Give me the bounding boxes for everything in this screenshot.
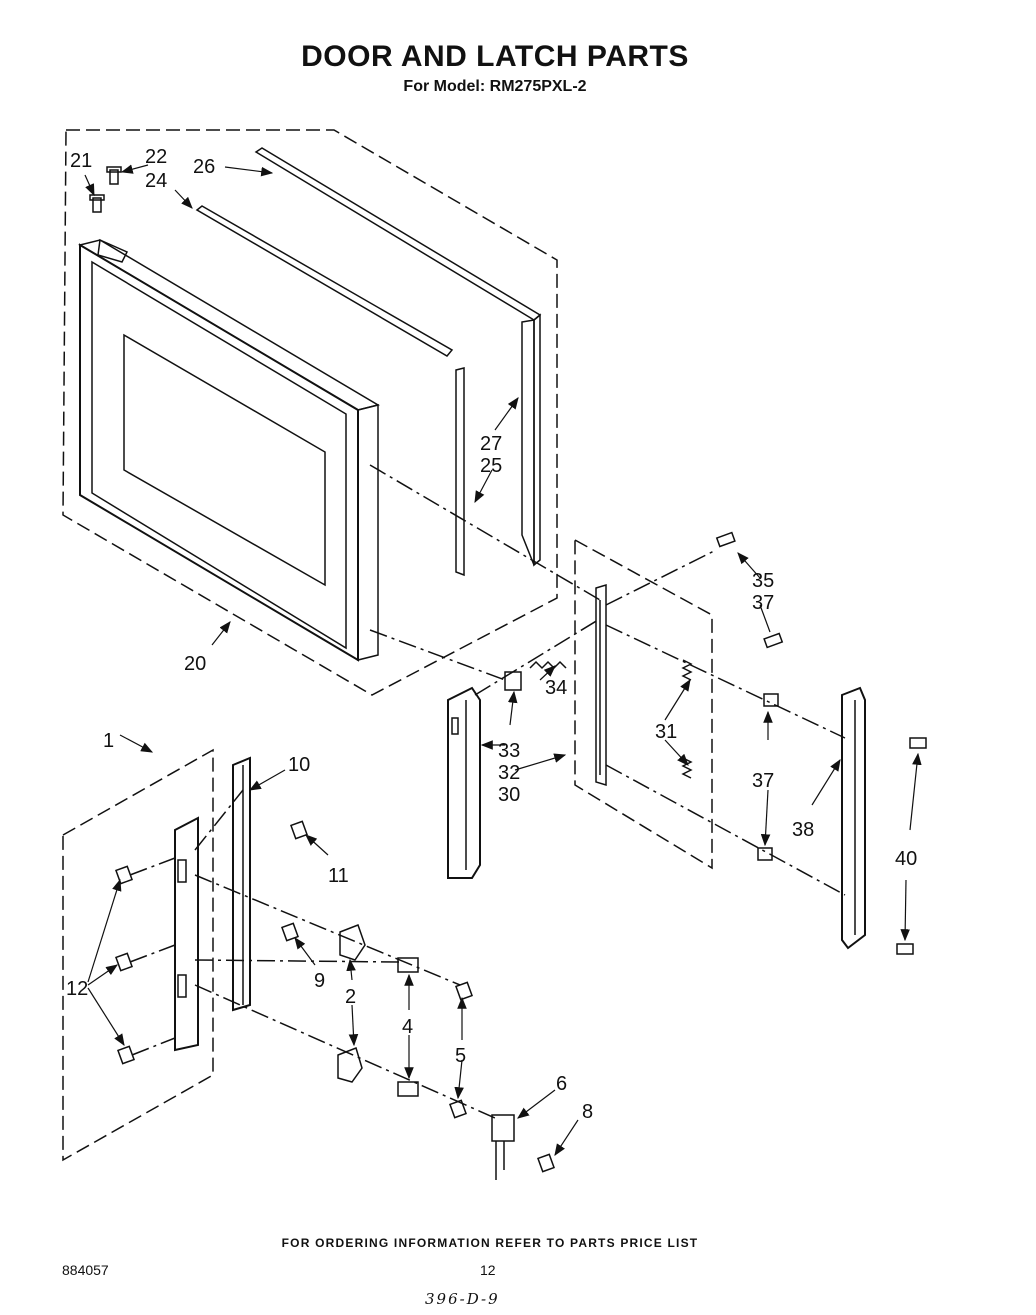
callout-34: 34 bbox=[545, 677, 567, 699]
screw-40-top bbox=[909, 737, 927, 749]
model-subtitle: For Model: RM275PXL-2 bbox=[403, 78, 587, 95]
screw-37-mid bbox=[763, 693, 779, 707]
callout-6: 6 bbox=[556, 1073, 567, 1095]
switch-upper bbox=[397, 957, 419, 973]
screw-12-bottom bbox=[117, 1045, 135, 1065]
callout-8: 8 bbox=[582, 1101, 593, 1123]
screw-37-lower bbox=[757, 847, 773, 861]
handwritten-code: 396-D-9 bbox=[425, 1290, 500, 1308]
callout-30: 30 bbox=[498, 784, 520, 806]
callout-9: 9 bbox=[314, 970, 325, 992]
latch-spring bbox=[529, 660, 567, 670]
gasket-strip-top bbox=[195, 205, 454, 357]
latch-group-outline bbox=[574, 538, 713, 870]
callout-20: 20 bbox=[184, 653, 206, 675]
callout-labels: 21 22 24 26 27 25 20 35 37 34 31 33 32 3… bbox=[66, 146, 917, 1123]
spring-lower bbox=[681, 757, 693, 779]
screw-12-top bbox=[115, 865, 133, 885]
leader-arrows bbox=[84, 164, 922, 1157]
screw-35 bbox=[715, 531, 736, 548]
latch-plate bbox=[841, 686, 866, 950]
callout-35: 35 bbox=[752, 570, 774, 592]
door-group-outline bbox=[62, 129, 558, 696]
latch-bracket bbox=[595, 583, 607, 787]
latch-assembly-group bbox=[447, 531, 927, 955]
callout-26: 26 bbox=[193, 156, 215, 178]
callout-25: 25 bbox=[480, 455, 502, 477]
screw-5-lower bbox=[449, 1099, 467, 1119]
monitor-switch bbox=[491, 1114, 515, 1180]
callout-21: 21 bbox=[70, 150, 92, 172]
callout-10: 10 bbox=[288, 754, 310, 776]
document-number: 884057 bbox=[62, 1262, 109, 1278]
page-number: 12 bbox=[480, 1262, 496, 1278]
door-top-screws bbox=[89, 166, 122, 213]
interlock-group-outline bbox=[62, 748, 214, 1162]
door-assembly-group bbox=[62, 129, 601, 696]
callout-4: 4 bbox=[402, 1016, 413, 1038]
callout-32: 32 bbox=[498, 762, 520, 784]
callout-31: 31 bbox=[655, 721, 677, 743]
callout-33: 33 bbox=[498, 740, 520, 762]
screw-40-bottom bbox=[896, 943, 914, 955]
callout-12: 12 bbox=[66, 978, 88, 1000]
spring-upper bbox=[681, 659, 693, 681]
callout-5: 5 bbox=[455, 1045, 466, 1067]
callout-27: 27 bbox=[480, 433, 502, 455]
page-title: DOOR AND LATCH PARTS bbox=[301, 40, 689, 73]
switch-mount bbox=[232, 756, 251, 1012]
gasket-strip-side bbox=[455, 367, 465, 577]
choke-strip bbox=[254, 147, 542, 567]
callout-37-upper: 37 bbox=[752, 592, 774, 614]
actuator-upper bbox=[339, 924, 366, 961]
callout-24: 24 bbox=[145, 170, 167, 192]
callout-2: 2 bbox=[345, 986, 356, 1008]
screw-11 bbox=[290, 820, 308, 840]
callout-40: 40 bbox=[895, 848, 917, 870]
callout-37-lower: 37 bbox=[752, 770, 774, 792]
actuator-lower bbox=[337, 1047, 363, 1083]
screw-12-mid bbox=[115, 952, 133, 972]
interlock-assembly-group bbox=[62, 748, 555, 1180]
door-frame bbox=[78, 238, 380, 662]
screw-37-upper bbox=[763, 632, 784, 649]
door-handle bbox=[447, 686, 481, 879]
screw-9 bbox=[281, 922, 299, 942]
callout-22: 22 bbox=[145, 146, 167, 168]
switch-lower bbox=[397, 1081, 419, 1097]
callout-1: 1 bbox=[103, 730, 114, 752]
callout-38: 38 bbox=[792, 819, 814, 841]
callout-11: 11 bbox=[328, 865, 349, 887]
ordering-note: FOR ORDERING INFORMATION REFER TO PARTS … bbox=[281, 1236, 699, 1250]
screw-8 bbox=[537, 1153, 555, 1173]
interlock-bracket bbox=[174, 816, 199, 1052]
